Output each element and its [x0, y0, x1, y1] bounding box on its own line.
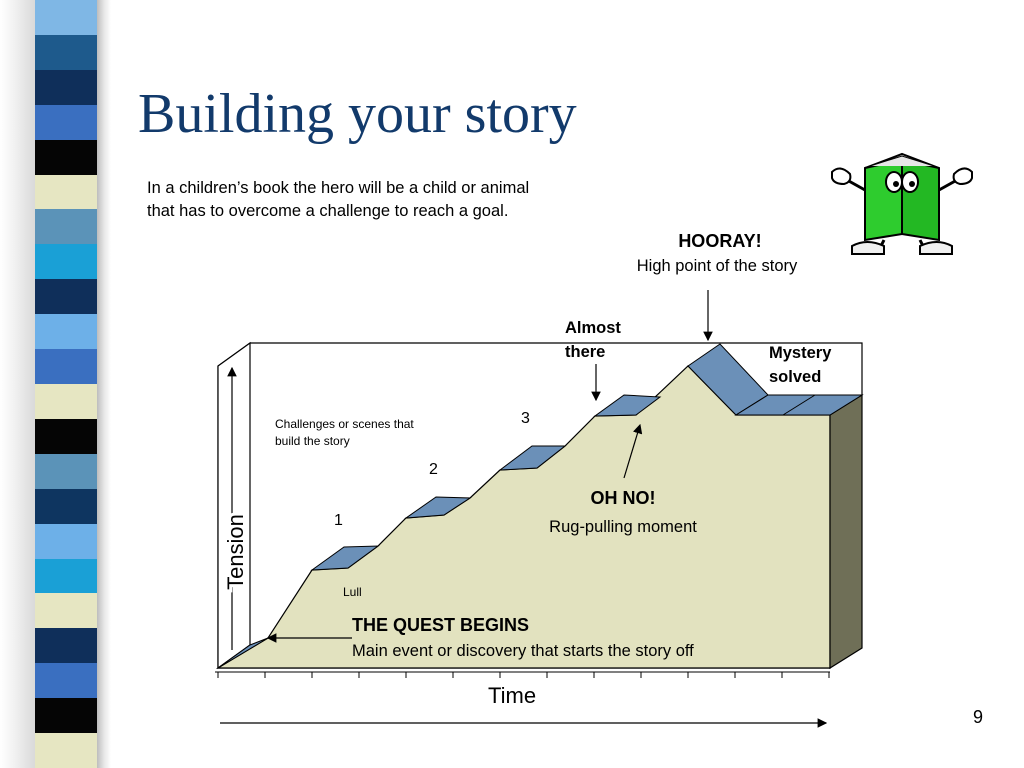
decorative-stripe-bar — [0, 0, 100, 768]
quest-text: Main event or discovery that starts the … — [352, 642, 694, 660]
y-axis-label: Tension — [223, 514, 248, 590]
landing-resolution-divider — [782, 394, 816, 416]
intro-line-1: In a children’s book the hero will be a … — [147, 179, 530, 197]
landing-step-3 — [498, 445, 567, 471]
challenges-note-line-1: Challenges or scenes that — [275, 417, 414, 431]
step-label-2: 2 — [429, 461, 438, 478]
stripe-segment — [35, 663, 97, 699]
stripe-segment — [35, 279, 97, 315]
almost-there-line-2: there — [565, 343, 606, 361]
landing-step-1 — [310, 545, 380, 571]
lull-label: Lull — [343, 585, 362, 599]
oh-no-text: Rug-pulling moment — [549, 518, 697, 536]
stripe-edge-shadow — [97, 0, 111, 768]
page-number: 9 — [973, 707, 984, 727]
almost-there-label: Almost there — [565, 316, 621, 364]
stripe-segment — [35, 628, 97, 664]
stripe-segment — [35, 244, 97, 280]
chart-left-wall — [217, 341, 251, 670]
step-label-1: 1 — [334, 512, 343, 529]
intro-line-2: that has to overcome a challenge to reac… — [147, 202, 509, 220]
mystery-solved-line-2: solved — [769, 368, 822, 386]
stripe-segment — [35, 349, 97, 385]
stripe-segment — [35, 139, 97, 176]
landing-step-2 — [404, 496, 472, 519]
landing-start — [217, 637, 269, 669]
stripe-segment — [35, 593, 97, 629]
stripe-segment — [35, 34, 97, 71]
challenges-note: Challenges or scenes that build the stor… — [275, 416, 414, 450]
mystery-solved-line-1: Mystery — [769, 344, 832, 362]
stripe-segment — [35, 0, 97, 36]
floor-ticks — [217, 672, 830, 678]
intro-text: In a children’s book the hero will be a … — [147, 177, 627, 223]
stripe-segment — [35, 558, 97, 594]
stripe-segment — [35, 698, 97, 734]
quest-heading: THE QUEST BEGINS — [352, 615, 530, 635]
stripe-segment — [35, 488, 97, 525]
oh-no-heading: OH NO! — [590, 488, 656, 508]
book-character-icon — [831, 152, 973, 255]
stripe-segment — [35, 104, 97, 141]
stripe-segment — [35, 523, 97, 560]
almost-there-line-1: Almost — [565, 319, 621, 337]
stripe-segment — [35, 174, 97, 210]
x-axis-label: Time — [488, 683, 537, 708]
mystery-solved-label: Mystery solved — [769, 341, 831, 389]
stripe-segment — [35, 69, 97, 106]
stripe-segment — [35, 314, 97, 350]
stripe-segment — [35, 384, 97, 420]
stripe-segment — [35, 733, 97, 768]
oh-no-pointer-arrow — [623, 423, 643, 479]
stripe-shadow — [0, 0, 35, 768]
landing-almost-there — [593, 394, 662, 417]
stripe-segment — [35, 453, 97, 490]
step-label-3: 3 — [521, 410, 530, 427]
story-mountain-side — [829, 393, 863, 670]
hooray-heading: HOORAY! — [678, 231, 762, 251]
challenges-note-line-2: build the story — [275, 434, 350, 448]
stripe-segment — [35, 209, 97, 245]
stripe-segment — [35, 418, 97, 455]
slide-title: Building your story — [138, 83, 577, 145]
hooray-text: High point of the story — [636, 257, 798, 275]
